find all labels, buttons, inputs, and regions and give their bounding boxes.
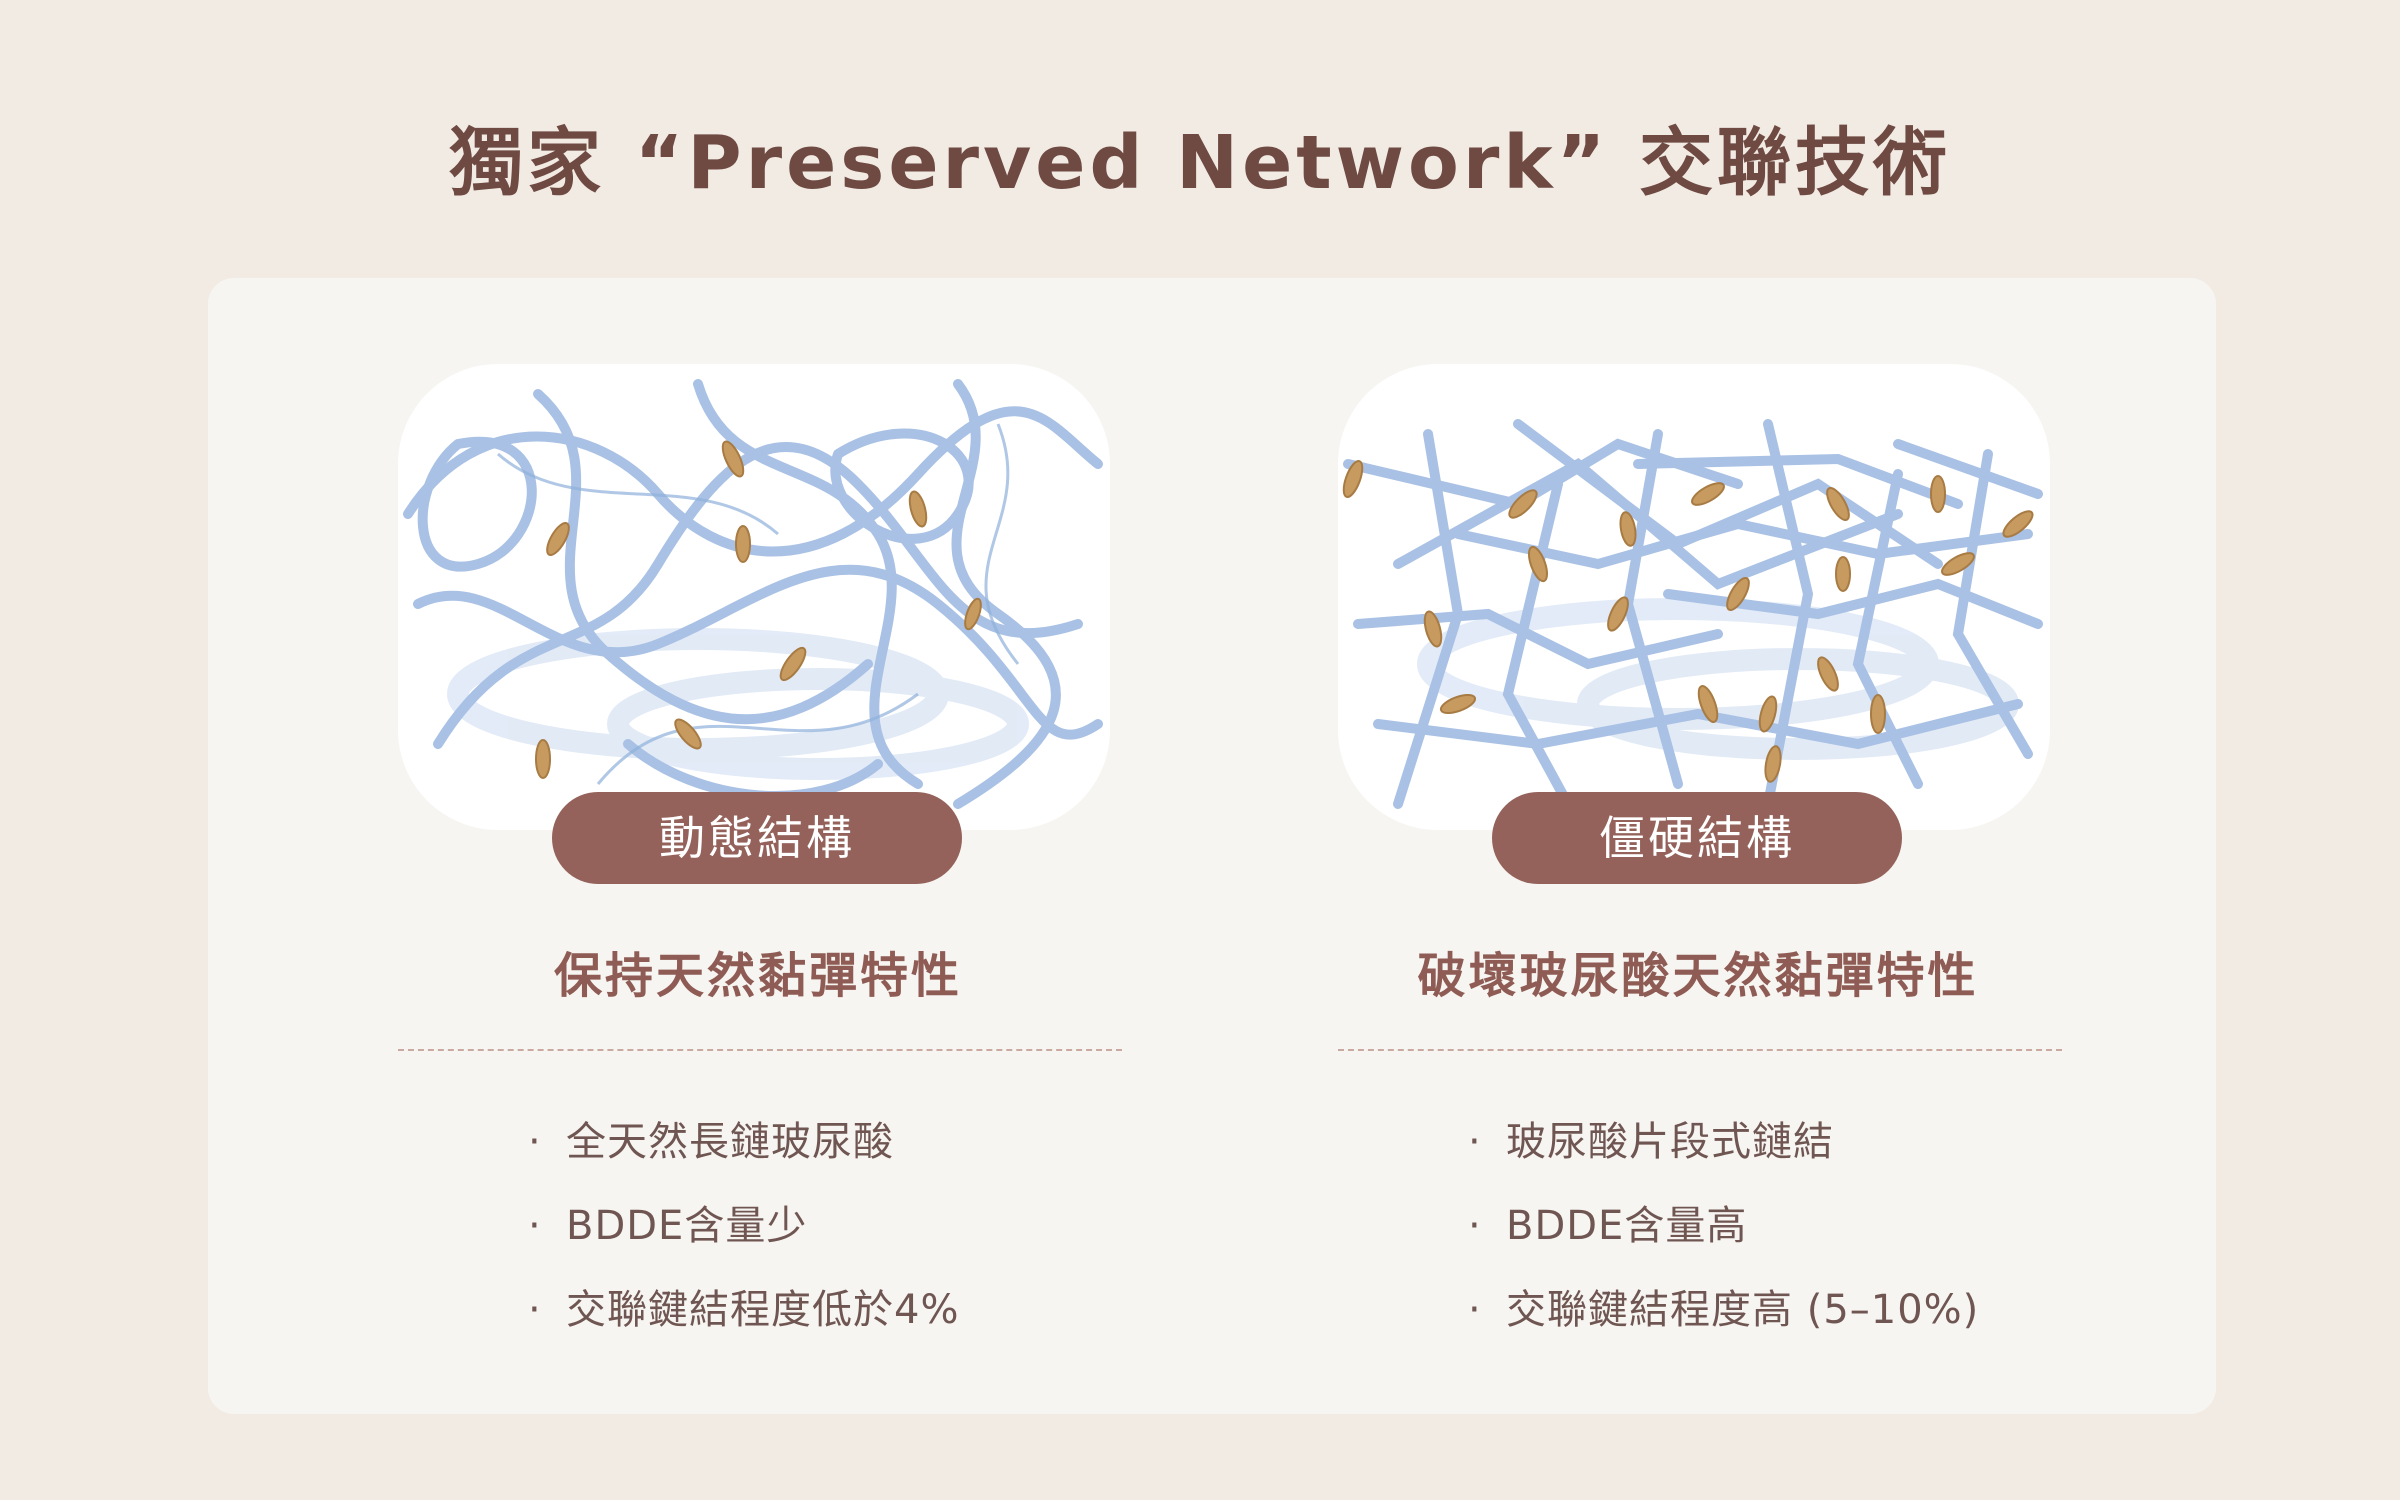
feature-text: 全天然長鏈玻尿酸 [566, 1119, 894, 1165]
rigid-structure-column: 僵硬結構 破壞玻尿酸天然黏彈特性 · 玻尿酸片段式鏈結 · BDDE含量高 · 交聯鍵… [1328, 278, 2088, 1414]
feature-text: BDDE含量少 [566, 1203, 808, 1249]
dynamic-structure-subheading: 保持天然黏彈特性 [553, 948, 962, 1004]
bullet-marker: · [528, 1287, 542, 1333]
dashed-divider [398, 1049, 1122, 1051]
comparison-card: 動態結構 保持天然黏彈特性 · 全天然長鏈玻尿酸 · BDDE含量少 · 交聯鍵結程度… [208, 278, 2216, 1414]
feature-item: · 玻尿酸片段式鏈結 [1468, 1100, 1979, 1184]
feature-text: BDDE含量高 [1506, 1203, 1748, 1249]
bullet-marker: · [1468, 1287, 1482, 1333]
feature-item: · 全天然長鏈玻尿酸 [528, 1100, 959, 1184]
feature-item: · BDDE含量高 [1468, 1184, 1979, 1268]
feature-item: · 交聯鍵結程度高 (5–10%) [1468, 1268, 1979, 1352]
dynamic-structure-column: 動態結構 保持天然黏彈特性 · 全天然長鏈玻尿酸 · BDDE含量少 · 交聯鍵結程度… [388, 278, 1148, 1414]
bullet-marker: · [528, 1119, 542, 1165]
feature-item: · 交聯鍵結程度低於4% [528, 1268, 959, 1352]
feature-text: 玻尿酸片段式鏈結 [1506, 1119, 1834, 1165]
rigid-network-illustration [1338, 364, 2050, 830]
rigid-structure-subheading: 破壞玻尿酸天然黏彈特性 [1417, 948, 1979, 1004]
bullet-marker: · [528, 1203, 542, 1249]
bullet-marker: · [1468, 1119, 1482, 1165]
feature-text: 交聯鍵結程度低於4% [566, 1287, 960, 1333]
dashed-divider [1338, 1049, 2062, 1051]
feature-text: 交聯鍵結程度高 (5–10%) [1506, 1287, 1980, 1333]
dynamic-structure-label: 動態結構 [552, 792, 962, 884]
feature-item: · BDDE含量少 [528, 1184, 959, 1268]
dynamic-structure-features: · 全天然長鏈玻尿酸 · BDDE含量少 · 交聯鍵結程度低於4% [528, 1100, 959, 1352]
page-title: 獨家 “Preserved Network” 交聯技術 [448, 120, 1951, 206]
bullet-marker: · [1468, 1203, 1482, 1249]
rigid-structure-label: 僵硬結構 [1492, 792, 1902, 884]
flexible-network-illustration [398, 364, 1110, 830]
rigid-structure-features: · 玻尿酸片段式鏈結 · BDDE含量高 · 交聯鍵結程度高 (5–10%) [1468, 1100, 1979, 1352]
